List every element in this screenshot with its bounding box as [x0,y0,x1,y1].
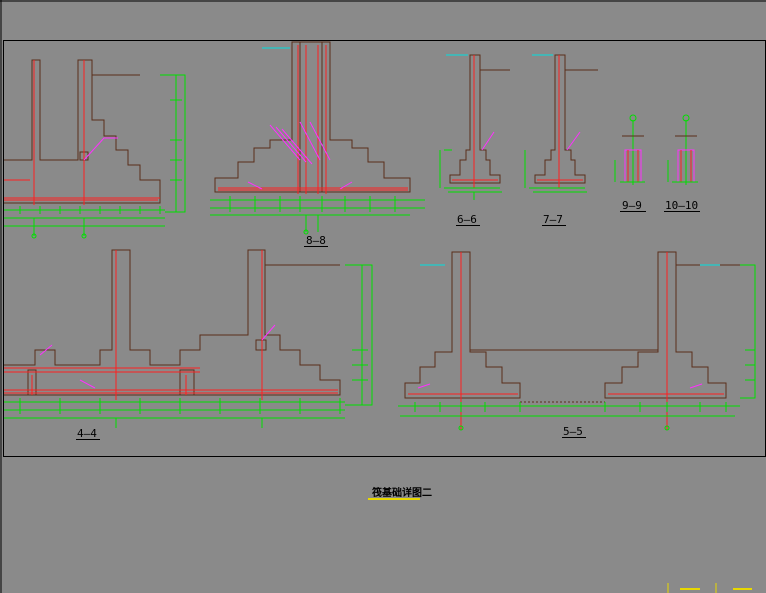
section-label-8-8-underline [304,246,328,247]
sheet-title: 筏基础详图二 [372,488,432,499]
section-8-8-drawing [210,41,425,235]
section-9-9-drawing [614,114,645,185]
section-top-left-drawing [4,59,186,239]
section-10-10-drawing [667,114,698,185]
sheet-corner-marks [667,583,752,593]
section-label-6-6-underline [456,225,480,226]
section-label-4-4: 4—4 [77,427,97,440]
section-label-6-6: 6—6 [457,213,477,226]
section-label-5-5-underline [562,437,586,438]
section-label-9-9: 9—9 [622,199,642,212]
section-label-7-7: 7—7 [543,213,563,226]
section-4-4-drawing [4,249,373,428]
section-label-10-10-underline [664,211,700,212]
section-label-8-8: 8—8 [306,234,326,247]
section-label-5-5: 5—5 [563,425,583,438]
section-5-5-drawing [398,251,756,431]
section-6-6-drawing [439,54,510,200]
section-label-9-9-underline [620,211,646,212]
section-label-7-7-underline [542,225,566,226]
section-7-7-drawing [524,54,598,193]
sheet-title-underline [368,498,420,500]
section-label-4-4-underline [76,439,100,440]
section-label-10-10: 10—10 [665,199,699,212]
